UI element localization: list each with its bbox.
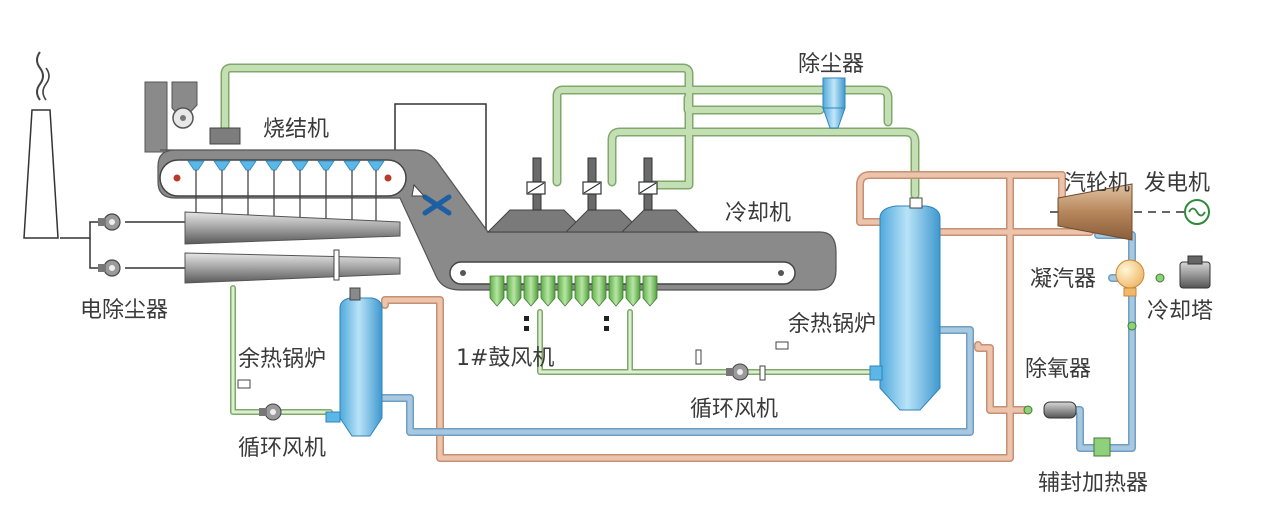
label-boiler-right: 余热锅炉 — [788, 312, 876, 337]
precipitator-fan-upper — [98, 213, 121, 231]
label-condenser: 凝汽器 — [1030, 267, 1096, 292]
deaerator — [1023, 401, 1077, 419]
sinter-machine — [144, 81, 837, 291]
condenser — [1115, 259, 1145, 297]
generator — [1184, 199, 1210, 225]
cooler — [449, 157, 796, 331]
steam-turbine — [1057, 183, 1133, 241]
boiler-right — [869, 197, 941, 411]
label-boiler-left: 余热锅炉 — [238, 347, 326, 372]
flue-ducts — [184, 211, 401, 284]
dust-collector-top — [822, 77, 846, 129]
label-cooling-tower: 冷却塔 — [1147, 299, 1213, 324]
label-sinter-machine: 烧结机 — [263, 117, 329, 142]
boiler-left — [325, 287, 383, 437]
label-fan-center: 循环风机 — [690, 397, 778, 422]
cooling-tower — [1127, 255, 1211, 331]
fan-left — [237, 379, 282, 421]
fan-center — [695, 341, 789, 381]
label-cooler: 冷却机 — [725, 201, 791, 226]
label-fan-left: 循环风机 — [238, 436, 326, 461]
pink-pipes — [381, 171, 1094, 462]
green-pipes — [220, 63, 920, 415]
label-generator: 发电机 — [1144, 171, 1210, 196]
chimney — [23, 51, 59, 239]
gland-heater — [1093, 437, 1111, 457]
label-deaerator: 除氧器 — [1025, 357, 1091, 382]
label-dust-collector: 除尘器 — [798, 52, 864, 77]
precipitator-fan-lower — [98, 259, 121, 277]
label-blower-1: 1#鼓风机 — [456, 346, 554, 371]
label-gland-heater: 辅封加热器 — [1038, 471, 1148, 496]
label-turbine: 汽轮机 — [1064, 171, 1130, 196]
label-electrostatic-precipitator: 电除尘器 — [80, 298, 168, 323]
thin-lines — [60, 103, 1185, 269]
